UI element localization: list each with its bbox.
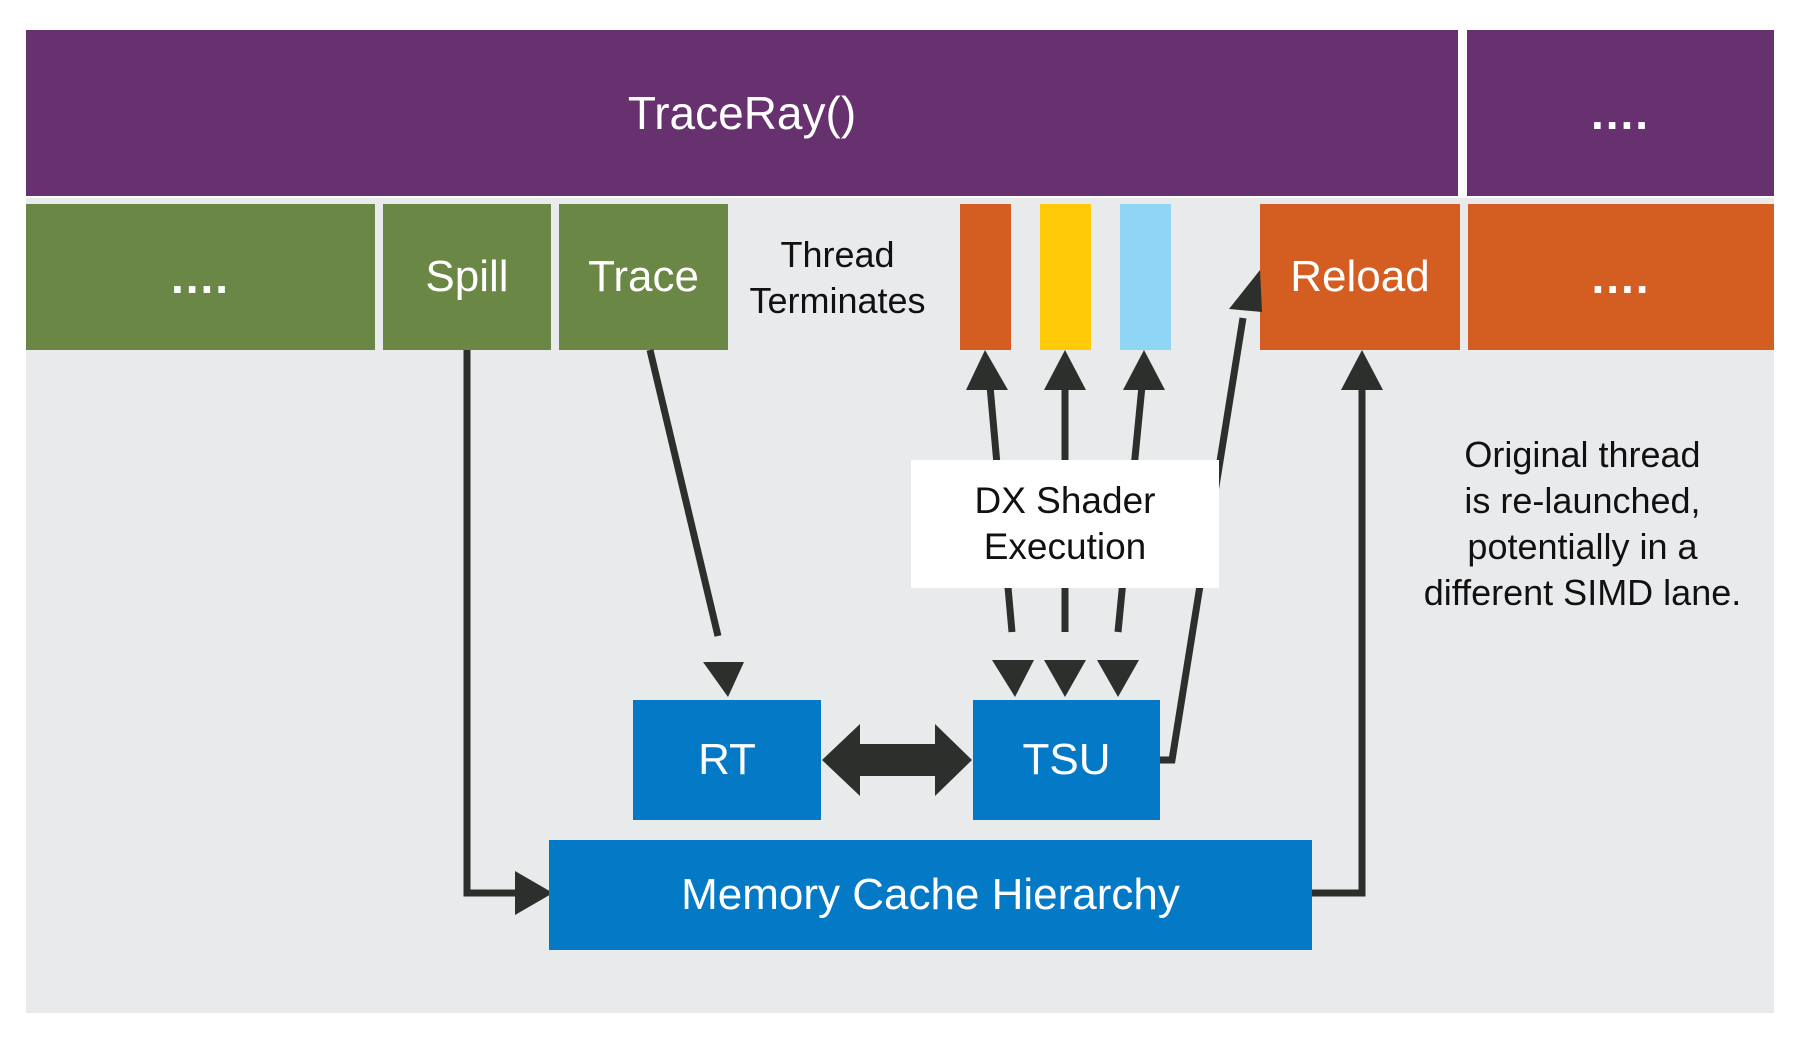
relaunch-note-line4: different SIMD lane. [1423,572,1742,613]
relaunch-note: Original thread is re-launched, potentia… [1405,432,1760,616]
yellow-slot-up-arrowhead [1044,350,1086,390]
orange-slot-up-arrowhead [966,350,1008,390]
light-blue-slot-down-arrowhead [1097,660,1139,697]
rt-tsu-double-arrow [822,724,972,796]
continuation-label: .... [1590,87,1651,139]
dx-shader-line1: DX Shader [974,480,1156,521]
relaunch-note-line2: is re-launched, [1464,480,1701,521]
memory-cache-label: Memory Cache Hierarchy [681,870,1180,919]
light-blue-slot-up-arrowhead [1123,350,1165,390]
thread-terminates-label: Thread Terminates [730,232,945,324]
reload-block: Reload [1260,204,1460,350]
rt-unit: RT [633,700,821,820]
spill-to-memory-arrow [463,350,520,897]
spill-block: Spill [383,204,551,350]
prior-work-block: .... [26,204,375,350]
shader-slot-light-blue [1120,204,1171,350]
spill-label: Spill [425,252,509,301]
rt-label: RT [698,735,756,784]
dx-shader-line2: Execution [983,526,1147,567]
tsu-unit: TSU [973,700,1160,820]
thread-terminates-line1: Thread [780,234,895,275]
tsu-to-reload-arrow [1160,317,1247,764]
reload-arrowhead [1229,270,1262,312]
continuation-bar: .... [1467,30,1774,196]
shader-slot-orange [960,204,1011,350]
following-work-label: .... [1591,251,1651,303]
traceray-label: TraceRay() [627,87,857,139]
spill-arrowhead [515,871,553,915]
relaunch-note-line3: potentially in a [1467,526,1698,567]
memory-cache-hierarchy: Memory Cache Hierarchy [549,840,1312,950]
yellow-slot-down-arrowhead [1044,660,1086,697]
dx-shader-execution-box: DX Shader Execution [911,460,1219,588]
relaunch-note-line1: Original thread [1464,434,1701,475]
trace-arrowhead [703,662,744,697]
memory-to-reload-arrow [1310,386,1366,897]
prior-work-label: .... [170,251,231,303]
tsu-label: TSU [1022,735,1111,784]
reload-label: Reload [1290,252,1430,301]
thread-terminates-line2: Terminates [749,280,926,321]
memory-to-reload-arrowhead [1341,350,1383,390]
traceray-bar: TraceRay() [26,30,1458,196]
shader-slot-yellow [1040,204,1091,350]
trace-to-rt-arrow [646,349,722,637]
trace-block: Trace [559,204,728,350]
orange-slot-down-arrowhead [992,660,1034,697]
trace-label: Trace [588,252,699,301]
following-work-block: .... [1468,204,1774,350]
